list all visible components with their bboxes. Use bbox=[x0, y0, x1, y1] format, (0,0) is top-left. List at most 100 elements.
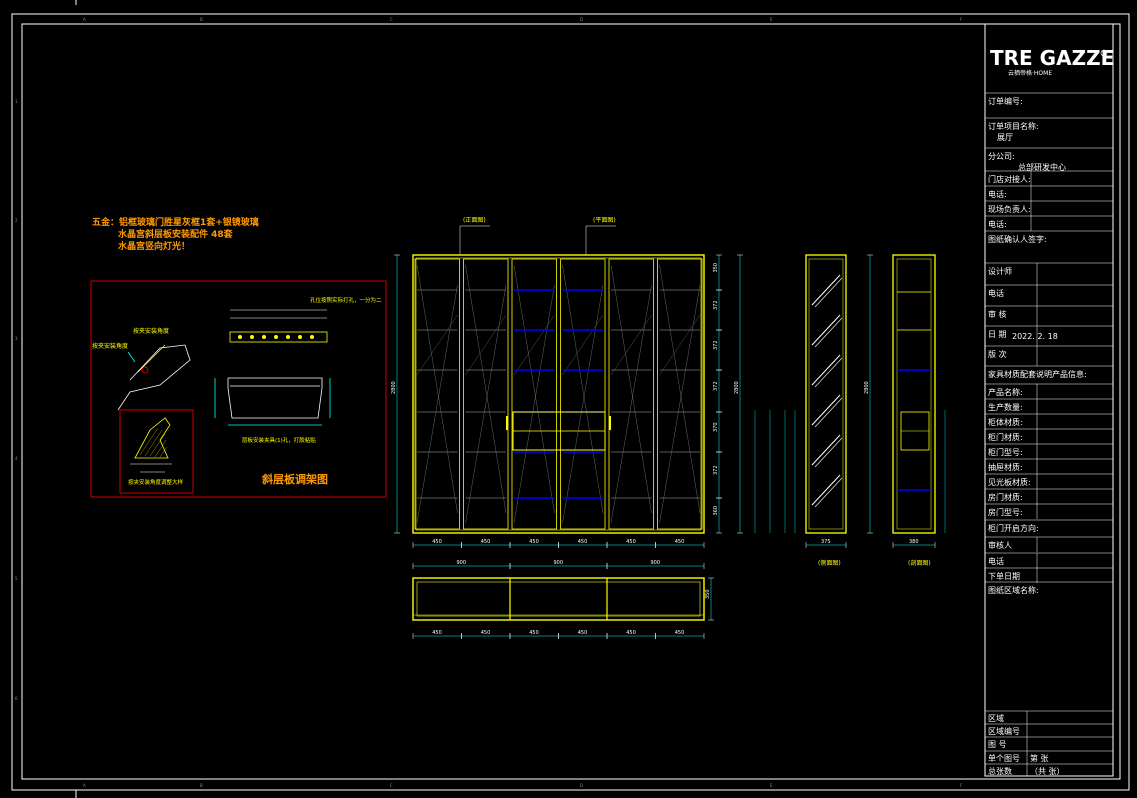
door-handle bbox=[506, 416, 508, 430]
slanted-shelf bbox=[811, 314, 841, 346]
tb-row-label: 下单日期 bbox=[988, 571, 1020, 581]
enlarged-detail-box bbox=[119, 409, 194, 494]
svg-text:3: 3 bbox=[15, 336, 18, 341]
view-label-side-a: (侧面图) bbox=[818, 559, 841, 567]
dimension-label: 450 bbox=[675, 539, 685, 545]
dimension-label: 2800 bbox=[391, 381, 397, 394]
dimension-label: 372 bbox=[713, 381, 719, 391]
dimension-label: 372 bbox=[713, 465, 719, 475]
tb-row-label: 柜体材质: bbox=[988, 417, 1023, 427]
tb-bottom-label: 区域 bbox=[988, 713, 1004, 723]
tb-row-value: 2022. 2. 18 bbox=[1012, 332, 1058, 341]
view-label-side-b: (剖面图) bbox=[908, 559, 931, 567]
tb-row-label: 日 期 bbox=[988, 330, 1007, 339]
note-line-3: 水晶宫竖向灯光！ bbox=[118, 240, 190, 252]
title-block-rows: 订单编号:订单项目名称:展厅分公司:总部研发中心门店对接人:电话:现场负责人:电… bbox=[985, 92, 1113, 595]
tb-row-value: 总部研发中心 bbox=[1018, 162, 1066, 172]
tb-row-label: 审核人 bbox=[988, 540, 1012, 550]
tb-row-label: 审 核 bbox=[988, 309, 1007, 319]
view-label-front: (正面图) bbox=[463, 217, 486, 224]
plan-view bbox=[412, 577, 705, 621]
dimension-label: 450 bbox=[481, 539, 491, 545]
dimension-label: 370 bbox=[713, 422, 719, 432]
bracket-sketch bbox=[117, 344, 191, 411]
side-view-a: (侧面图) bbox=[805, 254, 847, 567]
tb-row-label: 柜门材质: bbox=[988, 432, 1023, 442]
view-label-plan: (平面图) bbox=[593, 217, 616, 224]
dimension-label: 372 bbox=[713, 340, 719, 350]
svg-text:C: C bbox=[390, 783, 393, 788]
plan-outline bbox=[412, 577, 705, 621]
slanted-shelf bbox=[811, 274, 841, 306]
logo-subtext: 云栖帝格·HOME bbox=[1008, 69, 1052, 77]
shelf-profile bbox=[214, 377, 331, 426]
dimension-label: 2800 bbox=[734, 381, 740, 394]
front-cabinet bbox=[412, 254, 705, 534]
side-cabinet-a bbox=[805, 254, 847, 534]
side-b-outline bbox=[892, 254, 936, 534]
slanted-shelf bbox=[811, 474, 841, 506]
drawing-border bbox=[11, 0, 1130, 798]
side-view-b: (剖面图) bbox=[892, 254, 936, 567]
tb-row-label: 分公司: bbox=[988, 152, 1015, 161]
tb-row-label: 图纸区域名称: bbox=[988, 585, 1039, 595]
tb-row-label: 设计师 bbox=[988, 266, 1012, 276]
detail-title: 斜层板调架图 bbox=[261, 472, 328, 486]
tb-row-label: 现场负责人: bbox=[988, 204, 1031, 214]
dimension-label: 450 bbox=[481, 630, 491, 636]
svg-text:B: B bbox=[200, 17, 203, 22]
detail-label-top: 孔位按照实际打孔，一分为二 bbox=[310, 296, 382, 304]
detail-label-left: 按夹安装角度 bbox=[133, 327, 169, 335]
tb-row-value: 展厅 bbox=[997, 133, 1013, 142]
tb-bottom-label: 区域编号 bbox=[988, 726, 1020, 736]
tb-row-label: 生产数量: bbox=[988, 402, 1023, 412]
plan-cabinet bbox=[412, 577, 705, 621]
svg-text:F: F bbox=[960, 783, 963, 788]
detail-caption-sub: 按夹安装角度调整大样 bbox=[128, 478, 184, 486]
tb-row-label: 房门材质: bbox=[988, 492, 1023, 502]
tb-row-label: 版 次 bbox=[988, 349, 1007, 359]
svg-text:C: C bbox=[390, 17, 393, 22]
title-block-bottom-rows: 区域区域编号图 号单个图号第 张总张数（共 张） bbox=[985, 710, 1113, 776]
dimension-label: 450 bbox=[675, 630, 685, 636]
enlarged-bracket bbox=[130, 417, 172, 473]
shelf-detail-box: 按夹安装角度 按夹安装角度 孔位按照实际打孔，一分为二 层板安装夹具(1)孔，打… bbox=[90, 280, 387, 498]
tb-row-label: 图纸确认人签字: bbox=[988, 234, 1047, 244]
glass-door bbox=[511, 258, 557, 530]
tb-bottom-value: 第 张 bbox=[1030, 753, 1049, 763]
dimension-label: 450 bbox=[578, 539, 588, 545]
glass-door bbox=[657, 258, 703, 530]
slanted-shelf bbox=[811, 354, 841, 386]
tb-row-label: 产品名称: bbox=[988, 387, 1023, 397]
dimension-label: 450 bbox=[626, 630, 636, 636]
logo-text: TRE GAZZE bbox=[990, 46, 1114, 70]
door-handle bbox=[609, 416, 611, 430]
dimension-label: 450 bbox=[626, 539, 636, 545]
slanted-shelf bbox=[811, 434, 841, 466]
tb-row-label: 电话 bbox=[988, 288, 1004, 298]
detail-label-left-2: 按夹安装角度 bbox=[92, 342, 128, 350]
svg-text:2: 2 bbox=[15, 218, 18, 223]
company-logo: TRE GAZZE 云栖帝格·HOME bbox=[990, 46, 1114, 77]
dimension-label: 900 bbox=[554, 560, 564, 566]
svg-text:5: 5 bbox=[15, 576, 18, 581]
dimension-label: 350 bbox=[705, 589, 711, 599]
dimension-label: 350 bbox=[713, 263, 719, 273]
svg-text:1: 1 bbox=[15, 99, 18, 104]
dimension-label: 372 bbox=[713, 300, 719, 310]
dimension-label: 450 bbox=[529, 539, 539, 545]
dimension-label: 2800 bbox=[864, 381, 870, 394]
dimension-label: 900 bbox=[457, 560, 467, 566]
detail-caption-mid: 层板安装夹具(1)孔，打胶粘贴 bbox=[242, 436, 316, 444]
tb-row-label: 电话: bbox=[988, 189, 1007, 199]
svg-text:D: D bbox=[580, 783, 583, 788]
side-cabinet-b bbox=[892, 254, 936, 534]
svg-text:B: B bbox=[200, 783, 203, 788]
dimension-label: 360 bbox=[713, 506, 719, 516]
dimension-label: 380 bbox=[909, 539, 919, 545]
hole-strip bbox=[229, 309, 328, 343]
registered-icon bbox=[1100, 49, 1108, 57]
title-block: TRE GAZZE 云栖帝格·HOME 订单编号:订单项目名称:展厅分公司:总部… bbox=[984, 23, 1114, 777]
svg-text:4: 4 bbox=[15, 456, 18, 461]
